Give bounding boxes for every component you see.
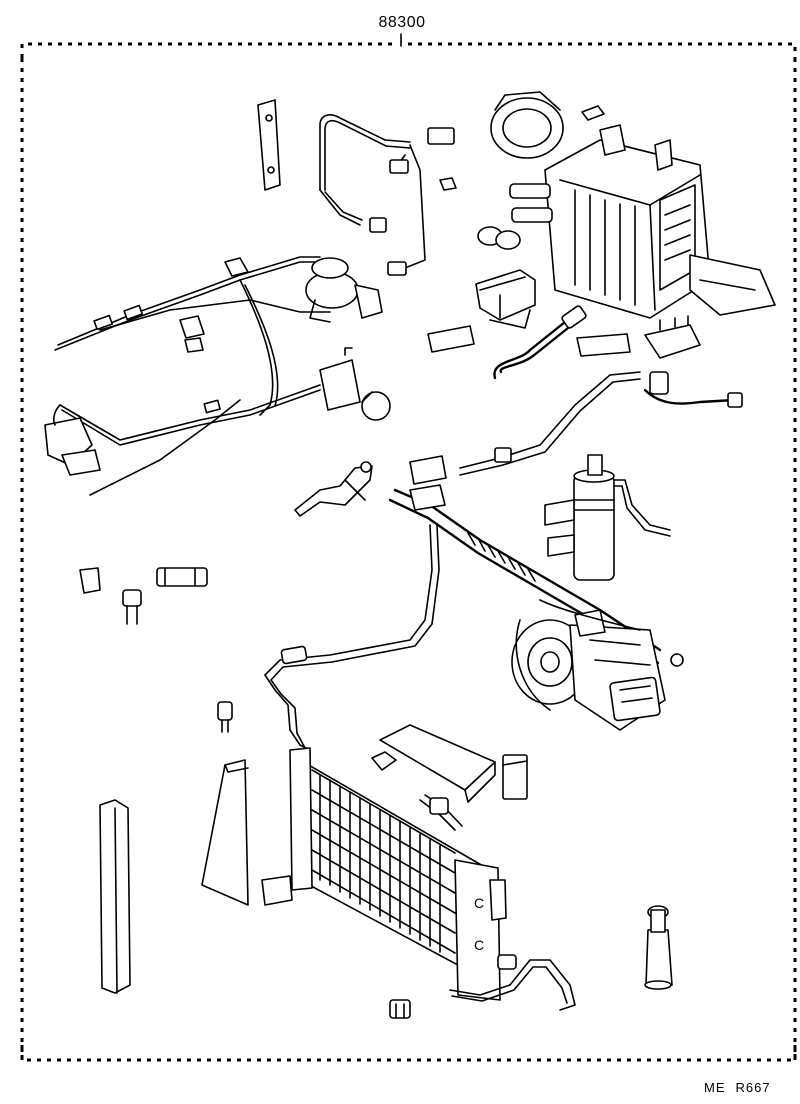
condenser-inlet-pipe [289, 729, 463, 831]
vacuum-hoses [54, 256, 331, 496]
mounting-clip [389, 999, 411, 1019]
assembly-frame [20, 33, 797, 1062]
diagram-reference: ME R667 [704, 1080, 771, 1095]
liquid-tube [409, 371, 743, 485]
foam-strip [99, 799, 131, 994]
condenser-outlet-pipe [449, 954, 576, 1011]
compressor [511, 599, 684, 731]
wire-harness [319, 114, 457, 276]
seal-gasket [581, 105, 605, 121]
wedge-seal [201, 759, 249, 906]
receiver-drier [544, 454, 671, 581]
foam-seals [371, 724, 528, 803]
hose-fittings-top [477, 183, 553, 250]
discharge-tube [264, 524, 440, 734]
condenser [261, 747, 507, 1001]
diaphragm-valve [44, 404, 101, 476]
reference-code: ME [704, 1080, 726, 1095]
part-number-label: 88300 [378, 14, 426, 31]
blower-ring [490, 91, 564, 159]
grommet [644, 905, 673, 990]
condenser-mark-upper: C [474, 895, 484, 911]
reference-number: R667 [735, 1080, 771, 1095]
vacuum-actuator [305, 257, 383, 323]
relay-block [475, 269, 536, 329]
small-sensors [79, 567, 233, 733]
evaporator-unit [544, 124, 776, 319]
control-cable [294, 461, 373, 517]
switch-connector [644, 315, 701, 359]
heater-hose [493, 305, 587, 380]
suction-hose [388, 484, 662, 665]
insulation-pads [427, 325, 631, 357]
condenser-mark-lower: C [474, 937, 484, 953]
vacuum-switching-valve [319, 347, 391, 421]
mounting-bracket [257, 99, 281, 191]
